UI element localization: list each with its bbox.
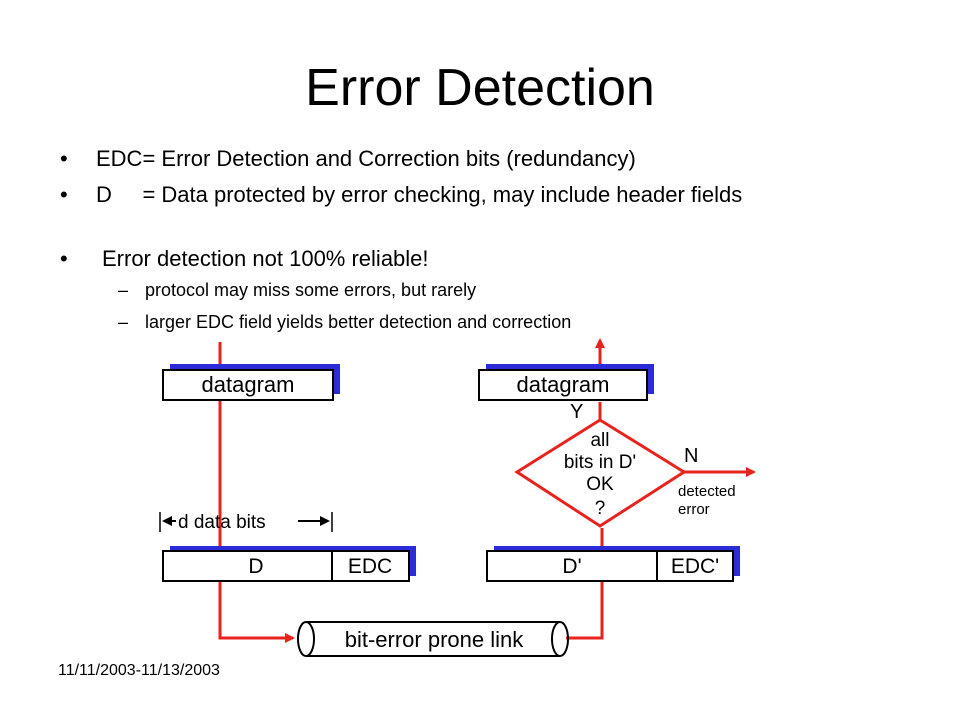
receiver-datagram-box: datagram bbox=[478, 364, 654, 401]
receiver-edc-label: EDC' bbox=[671, 555, 719, 578]
no-label: N bbox=[684, 445, 698, 467]
yes-label: Y bbox=[570, 401, 583, 423]
sender-datagram-label: datagram bbox=[202, 372, 295, 397]
bullet-dot: • bbox=[60, 182, 68, 207]
decision-line-1: all bbox=[590, 430, 609, 451]
sender-edc-label: EDC bbox=[348, 555, 392, 578]
decision-line-4: ? bbox=[595, 498, 606, 519]
sender-d-label: D bbox=[248, 555, 263, 578]
sender-flow-arrow bbox=[218, 342, 295, 643]
footer-date: 11/11/2003-11/13/2003 bbox=[58, 662, 220, 679]
d-data-bits-dimension: d data bits bbox=[159, 512, 333, 533]
d-data-bits-label: d data bits bbox=[178, 512, 266, 533]
bullet-dot: • bbox=[60, 146, 68, 171]
bullet-reliability: Error detection not 100% reliable! bbox=[102, 246, 429, 271]
slide-title: Error Detection bbox=[305, 59, 655, 117]
sender-frame-box: D EDC bbox=[162, 546, 416, 582]
bullet-d: D = Data protected by error checking, ma… bbox=[96, 182, 743, 207]
link-cylinder: bit-error prone link bbox=[297, 621, 569, 657]
bullet-list: • EDC= Error Detection and Correction bi… bbox=[0, 0, 960, 340]
sender-datagram-box: datagram bbox=[162, 364, 340, 401]
decision-line-2: bits in D' bbox=[564, 452, 636, 473]
sub-bullet-miss-errors: protocol may miss some errors, but rarel… bbox=[145, 280, 477, 300]
sub-bullet-larger-edc: larger EDC field yields better detection… bbox=[145, 312, 572, 332]
link-label: bit-error prone link bbox=[345, 627, 525, 652]
sub-bullet-dash: – bbox=[118, 280, 129, 300]
decision-diamond: all bits in D' OK ? bbox=[514, 418, 687, 528]
receiver-d-label: D' bbox=[562, 555, 581, 578]
receiver-flow-arrow bbox=[566, 338, 756, 640]
detected-error-line-1: detected bbox=[678, 483, 736, 500]
receiver-datagram-label: datagram bbox=[517, 372, 610, 397]
decision-line-3: OK bbox=[586, 474, 614, 495]
bullet-dot: • bbox=[60, 246, 68, 271]
sub-bullet-dash: – bbox=[118, 312, 129, 332]
detected-error-line-2: error bbox=[678, 501, 710, 518]
receiver-frame-box: D' EDC' bbox=[486, 546, 740, 582]
bullet-edc: EDC= Error Detection and Correction bits… bbox=[96, 146, 636, 171]
